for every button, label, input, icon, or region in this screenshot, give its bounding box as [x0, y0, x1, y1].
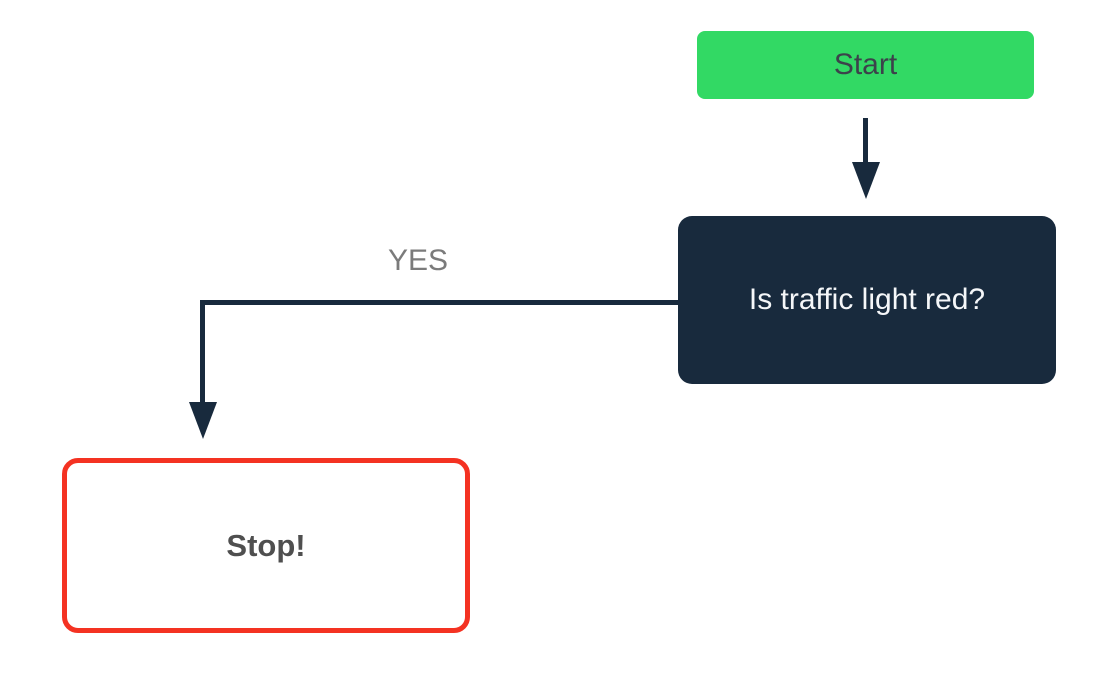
arrowhead-down-icon	[189, 402, 217, 439]
node-start: Start	[697, 31, 1034, 99]
connector-yes-horizontal-line	[200, 300, 678, 305]
node-stop: Stop!	[62, 458, 470, 633]
node-decision-label: Is traffic light red?	[748, 283, 986, 316]
node-decision: Is traffic light red?	[678, 216, 1056, 384]
node-start-label: Start	[833, 48, 898, 81]
arrowhead-down-icon	[852, 162, 880, 199]
connector-start-to-decision-line	[863, 118, 868, 168]
node-stop-label: Stop!	[226, 527, 306, 563]
edge-label-yes: YES	[387, 244, 449, 277]
connector-yes-vertical-line	[200, 300, 205, 404]
